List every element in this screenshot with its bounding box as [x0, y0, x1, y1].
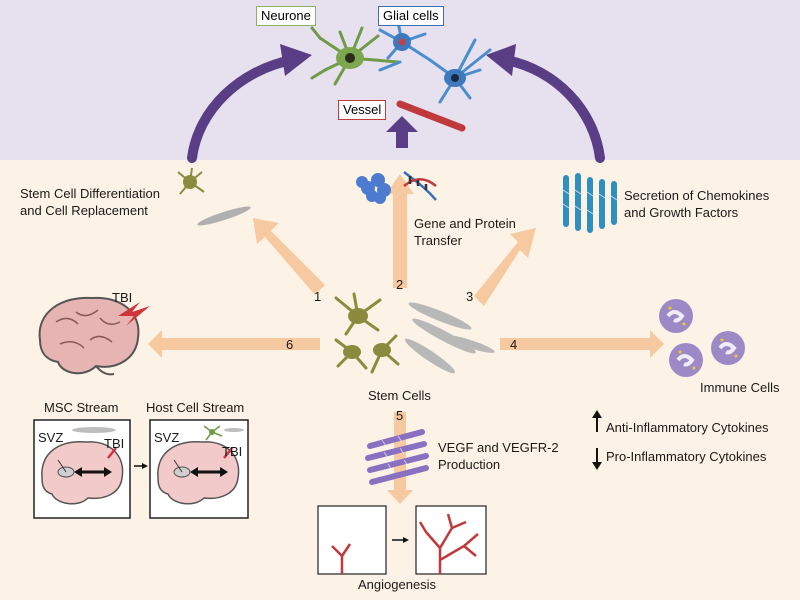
host-stream-label: Host Cell Stream [146, 400, 245, 415]
arrow-1 [253, 218, 325, 295]
vegf-label-1: VEGF and VEGFR-2 [438, 440, 559, 455]
arrow-2 [386, 174, 414, 288]
anti-inflammatory-label: Anti-Inflammatory Cytokines [606, 420, 769, 435]
arrow-3 [474, 228, 536, 306]
vegf-label-2: Production [438, 457, 501, 472]
vessel-label: Vessel [338, 100, 387, 120]
number-5: 5 [396, 408, 404, 423]
number-4: 4 [510, 337, 518, 352]
svz-label-host: SVZ [154, 430, 180, 445]
chemokine-label-2: and Growth Factors [624, 205, 739, 220]
angio-box-after [415, 505, 487, 575]
immune-cells [659, 299, 745, 377]
vessel [396, 100, 466, 132]
brain-illustration [38, 296, 140, 376]
angiogenesis-label: Angiogenesis [358, 577, 437, 592]
right-curved-arrow [501, 55, 605, 163]
gene-transfer-label-2: Transfer [414, 233, 462, 248]
tbi-label-msc: TBI [104, 436, 125, 451]
arrow-4 [500, 330, 664, 358]
left-curved-arrow [187, 55, 297, 163]
tbi-lightning [118, 302, 150, 326]
stem-cells-label: Stem Cells [368, 388, 431, 403]
fibroblast-cell [197, 206, 251, 226]
arrow-6 [148, 330, 320, 358]
chemokine-label-1: Secretion of Chemokines [624, 188, 770, 203]
right-curved-arrowhead [486, 44, 516, 76]
neurone-label: Neurone [256, 6, 316, 26]
orange-arrows [148, 174, 664, 504]
immune-cells-label: Immune Cells [700, 380, 780, 395]
chemokine-helices [563, 173, 617, 233]
number-3: 3 [466, 289, 474, 304]
arrow-5 [387, 412, 413, 504]
dna-helix [403, 171, 437, 201]
glial-cells-label: Glial cells [378, 6, 444, 26]
differentiation-label-2: and Cell Replacement [20, 203, 148, 218]
pro-inflammatory-label: Pro-Inflammatory Cytokines [606, 449, 767, 464]
differentiation-label-1: Stem Cell Differentiation [20, 186, 160, 201]
number-6: 6 [286, 337, 294, 352]
protein-blob [356, 173, 391, 204]
tbi-label-host: TBI [222, 444, 243, 459]
svz-label-msc: SVZ [38, 430, 64, 445]
up-arrow-to-vessel [386, 116, 418, 148]
vegf-helices [365, 429, 429, 485]
gene-transfer-label-1: Gene and Protein [414, 216, 516, 231]
number-2: 2 [396, 277, 404, 292]
left-curved-arrowhead [280, 44, 312, 76]
tbi-label: TBI [112, 290, 133, 305]
number-1: 1 [314, 289, 322, 304]
msc-spindle-cells [404, 302, 495, 374]
msc-stream-label: MSC Stream [44, 400, 119, 415]
angio-box-before [317, 505, 387, 575]
